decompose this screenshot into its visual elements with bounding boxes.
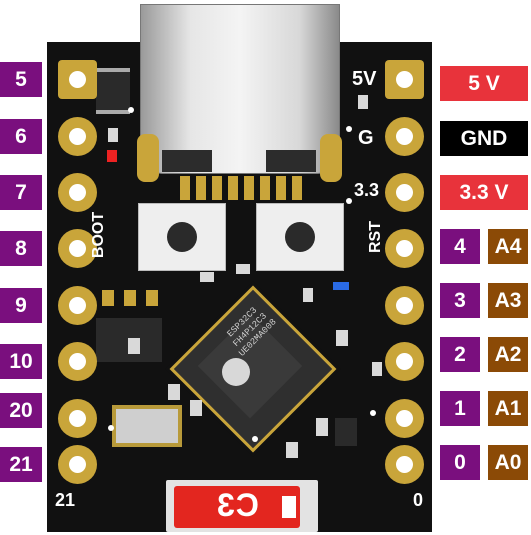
header-pad bbox=[385, 399, 424, 438]
usb-contact-pad bbox=[244, 176, 254, 200]
passive-component bbox=[190, 400, 202, 416]
reset-button-knob bbox=[285, 222, 315, 252]
usb-contact-pad bbox=[292, 176, 302, 200]
c3-badge-window bbox=[282, 496, 296, 518]
reset-button[interactable] bbox=[256, 203, 344, 271]
passive-component bbox=[200, 272, 214, 282]
pin-label-3v3: 3.3 V bbox=[440, 175, 528, 210]
usb-shell-tab-left bbox=[162, 150, 212, 172]
header-pad bbox=[385, 117, 424, 156]
pin-label-gpio: 0 bbox=[440, 445, 480, 480]
passive-component bbox=[286, 442, 298, 458]
pin-label-5v: 5 V bbox=[440, 66, 528, 101]
regulator-chip bbox=[96, 68, 130, 114]
usb-contact-pad bbox=[196, 176, 206, 200]
silk-boot: BOOT bbox=[90, 211, 108, 259]
passive-component bbox=[236, 264, 250, 274]
header-pad bbox=[58, 117, 97, 156]
crystal-oscillator bbox=[112, 405, 182, 447]
passive-component bbox=[316, 418, 328, 436]
pin-label-analog: A2 bbox=[488, 337, 528, 372]
via-dot bbox=[346, 198, 352, 204]
pin-label-analog: A3 bbox=[488, 283, 528, 318]
pin-label-analog: A0 bbox=[488, 445, 528, 480]
usb-contact-pad bbox=[276, 176, 286, 200]
usb-contact-pad bbox=[260, 176, 270, 200]
passive-component bbox=[372, 362, 382, 376]
transistor-pad bbox=[102, 290, 114, 306]
pin-label-gpio: 9 bbox=[0, 288, 42, 323]
pin-label-gnd: GND bbox=[440, 121, 528, 156]
usb-contact-pad bbox=[212, 176, 222, 200]
via-dot bbox=[128, 107, 134, 113]
pin-label-analog: A1 bbox=[488, 391, 528, 426]
silk-5v: 5V bbox=[352, 68, 377, 90]
usb-shield-pad bbox=[320, 134, 342, 182]
header-pad bbox=[385, 229, 424, 268]
red-led bbox=[107, 150, 117, 162]
header-pad bbox=[58, 342, 97, 381]
header-pad bbox=[58, 60, 97, 99]
usb-contact-pad bbox=[228, 176, 238, 200]
pin-label-gpio: 6 bbox=[0, 119, 42, 154]
usb-shell-tab-right bbox=[266, 150, 316, 172]
transistor-pad bbox=[146, 290, 158, 306]
header-pad bbox=[58, 286, 97, 325]
usb-contact-pad bbox=[180, 176, 190, 200]
silk-pin-21: 21 bbox=[55, 490, 76, 510]
passive-component bbox=[128, 338, 140, 354]
header-pad bbox=[385, 60, 424, 99]
small-transistor bbox=[335, 418, 357, 446]
header-pad bbox=[385, 445, 424, 484]
header-pad bbox=[385, 342, 424, 381]
header-pad bbox=[58, 445, 97, 484]
transistor-pad bbox=[124, 290, 136, 306]
pin-label-gpio: 21 bbox=[0, 447, 42, 482]
passive-component bbox=[358, 95, 368, 109]
pin-label-gpio: 2 bbox=[440, 337, 480, 372]
silk-gnd: G bbox=[358, 127, 374, 149]
pin-label-gpio: 7 bbox=[0, 175, 42, 210]
silk-rst: RST bbox=[367, 221, 384, 253]
passive-component bbox=[108, 128, 118, 142]
pin-label-gpio: 10 bbox=[0, 344, 42, 379]
boot-button-knob bbox=[167, 222, 197, 252]
header-pad bbox=[58, 229, 97, 268]
passive-component bbox=[168, 384, 180, 400]
passive-component bbox=[303, 288, 313, 302]
pin-label-gpio: 4 bbox=[440, 229, 480, 264]
pin-label-gpio: 3 bbox=[440, 283, 480, 318]
header-pad bbox=[385, 173, 424, 212]
c3-badge-label: C3 bbox=[216, 487, 259, 523]
silk-3v3: 3.3 bbox=[354, 180, 380, 200]
via-dot bbox=[370, 410, 376, 416]
silk-pin-0: 0 bbox=[413, 490, 424, 510]
usb-c-connector bbox=[140, 4, 340, 174]
pin-label-gpio: 20 bbox=[0, 393, 42, 428]
header-pad bbox=[385, 286, 424, 325]
boot-button[interactable] bbox=[138, 203, 226, 271]
via-dot bbox=[108, 425, 114, 431]
passive-component bbox=[336, 330, 348, 346]
pin-label-gpio: 1 bbox=[440, 391, 480, 426]
usb-shield-pad bbox=[137, 134, 159, 182]
pin-label-gpio: 8 bbox=[0, 231, 42, 266]
header-pad bbox=[58, 399, 97, 438]
c3-badge-inner bbox=[174, 486, 300, 528]
pin-label-analog: A4 bbox=[488, 229, 528, 264]
pin-label-gpio: 5 bbox=[0, 62, 42, 97]
blue-led bbox=[333, 282, 349, 290]
espressif-logo-icon bbox=[222, 358, 250, 386]
via-dot bbox=[252, 436, 258, 442]
header-pad bbox=[58, 173, 97, 212]
via-dot bbox=[346, 126, 352, 132]
